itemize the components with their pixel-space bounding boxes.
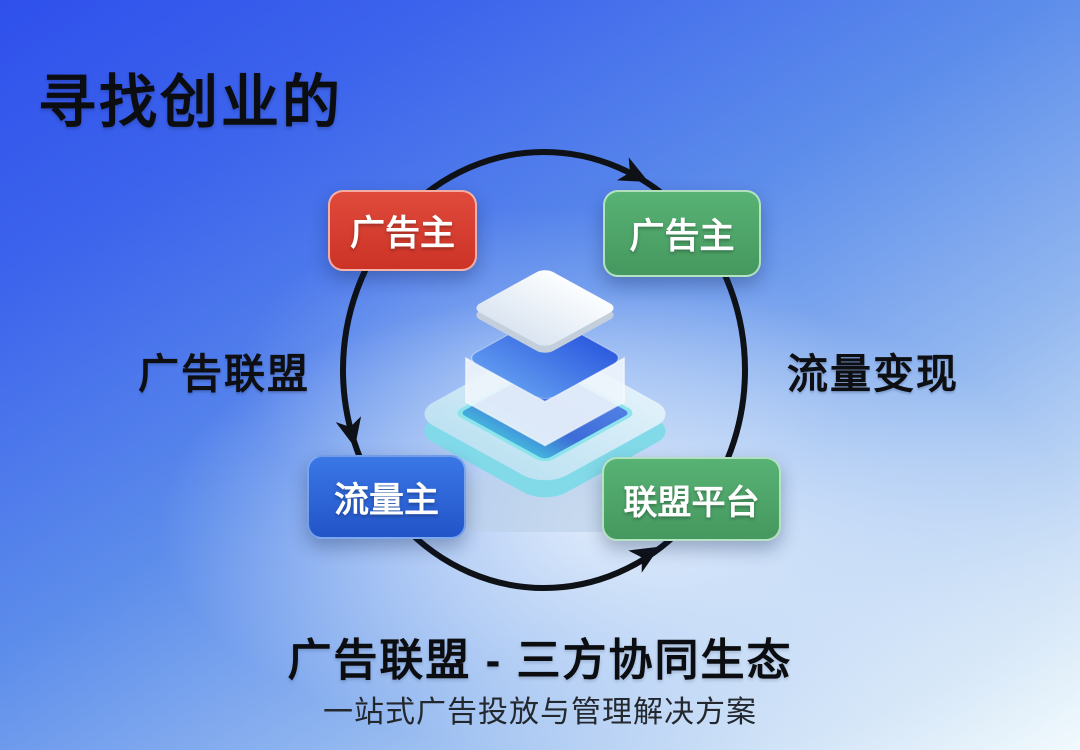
node-label: 广告主	[629, 217, 735, 256]
footer-subtitle: 一站式广告投放与管理解决方案	[323, 696, 757, 729]
footer-title: 广告联盟 - 三方协同生态	[287, 636, 793, 685]
node-traffic-owner: 流量主	[307, 455, 466, 539]
node-label: 广告主	[349, 214, 455, 253]
node-advertiser-green: 广告主	[603, 190, 761, 277]
arrowhead-top-icon	[616, 157, 649, 182]
arrowhead-left-icon	[335, 416, 362, 448]
node-alliance-platform: 联盟平台	[602, 457, 781, 541]
cycle-circle	[340, 149, 748, 591]
arrowhead-bottom-icon	[628, 546, 660, 573]
node-label: 流量主	[333, 480, 439, 520]
side-label-left: 广告联盟	[138, 351, 310, 397]
layers-stack-icon	[424, 270, 666, 532]
node-label: 联盟平台	[623, 483, 760, 522]
page-title: 寻找创业的	[38, 70, 344, 135]
node-advertiser-red: 广告主	[328, 190, 477, 271]
side-label-right: 流量变现	[787, 351, 959, 397]
